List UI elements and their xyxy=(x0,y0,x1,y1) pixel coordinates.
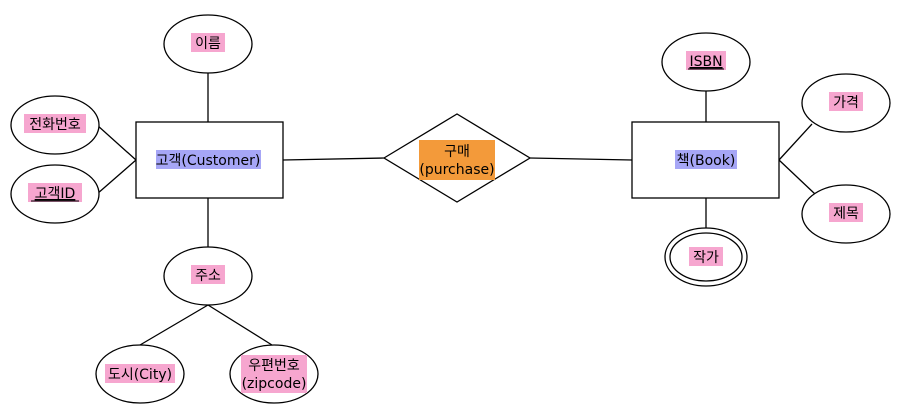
city-highlight xyxy=(105,364,175,383)
purchase-label-highlight xyxy=(419,140,495,180)
line-address-city xyxy=(139,304,209,346)
isbn-highlight xyxy=(686,51,726,70)
price-highlight xyxy=(829,92,863,111)
purchase-label-english: (purchase) xyxy=(419,162,494,178)
author-attribute-label: 작가 xyxy=(693,250,719,266)
line-book-price xyxy=(778,123,813,161)
isbn-attribute-label: ISBN xyxy=(689,54,722,70)
city-attribute-label: 도시(City) xyxy=(108,367,172,383)
zipcode-attribute-label-korean: 우편번호 xyxy=(248,358,300,374)
customer-label-highlight xyxy=(156,150,261,169)
price-attribute-label: 가격 xyxy=(833,95,859,111)
line-address-zip xyxy=(207,304,273,346)
line-customer-id xyxy=(96,159,137,195)
connectors xyxy=(96,72,816,346)
zipcode-highlight xyxy=(241,355,307,393)
purchase-label-korean: 구매 xyxy=(444,144,470,160)
title-attribute-label: 제목 xyxy=(833,206,859,222)
address-highlight xyxy=(191,265,225,284)
zipcode-attribute-label-english: (zipcode) xyxy=(242,376,307,392)
title-highlight xyxy=(829,203,863,222)
address-attribute-label: 주소 xyxy=(195,268,221,284)
line-customer-purchase xyxy=(282,157,385,161)
name-attribute-label: 이름 xyxy=(195,36,221,52)
line-customer-phone xyxy=(96,124,137,161)
phone-highlight xyxy=(24,114,86,133)
name-highlight xyxy=(191,33,225,52)
line-purchase-book xyxy=(529,157,633,161)
book-entity-label: 책(Book) xyxy=(677,153,736,169)
line-book-title xyxy=(778,159,816,195)
customer-id-attribute-label: 고객ID xyxy=(35,186,76,202)
book-label-highlight xyxy=(675,150,737,169)
author-highlight xyxy=(689,247,723,266)
customer-entity-label: 고객(Customer) xyxy=(156,153,261,169)
phone-attribute-label: 전화번호 xyxy=(29,117,81,133)
customer-id-highlight xyxy=(28,183,82,202)
